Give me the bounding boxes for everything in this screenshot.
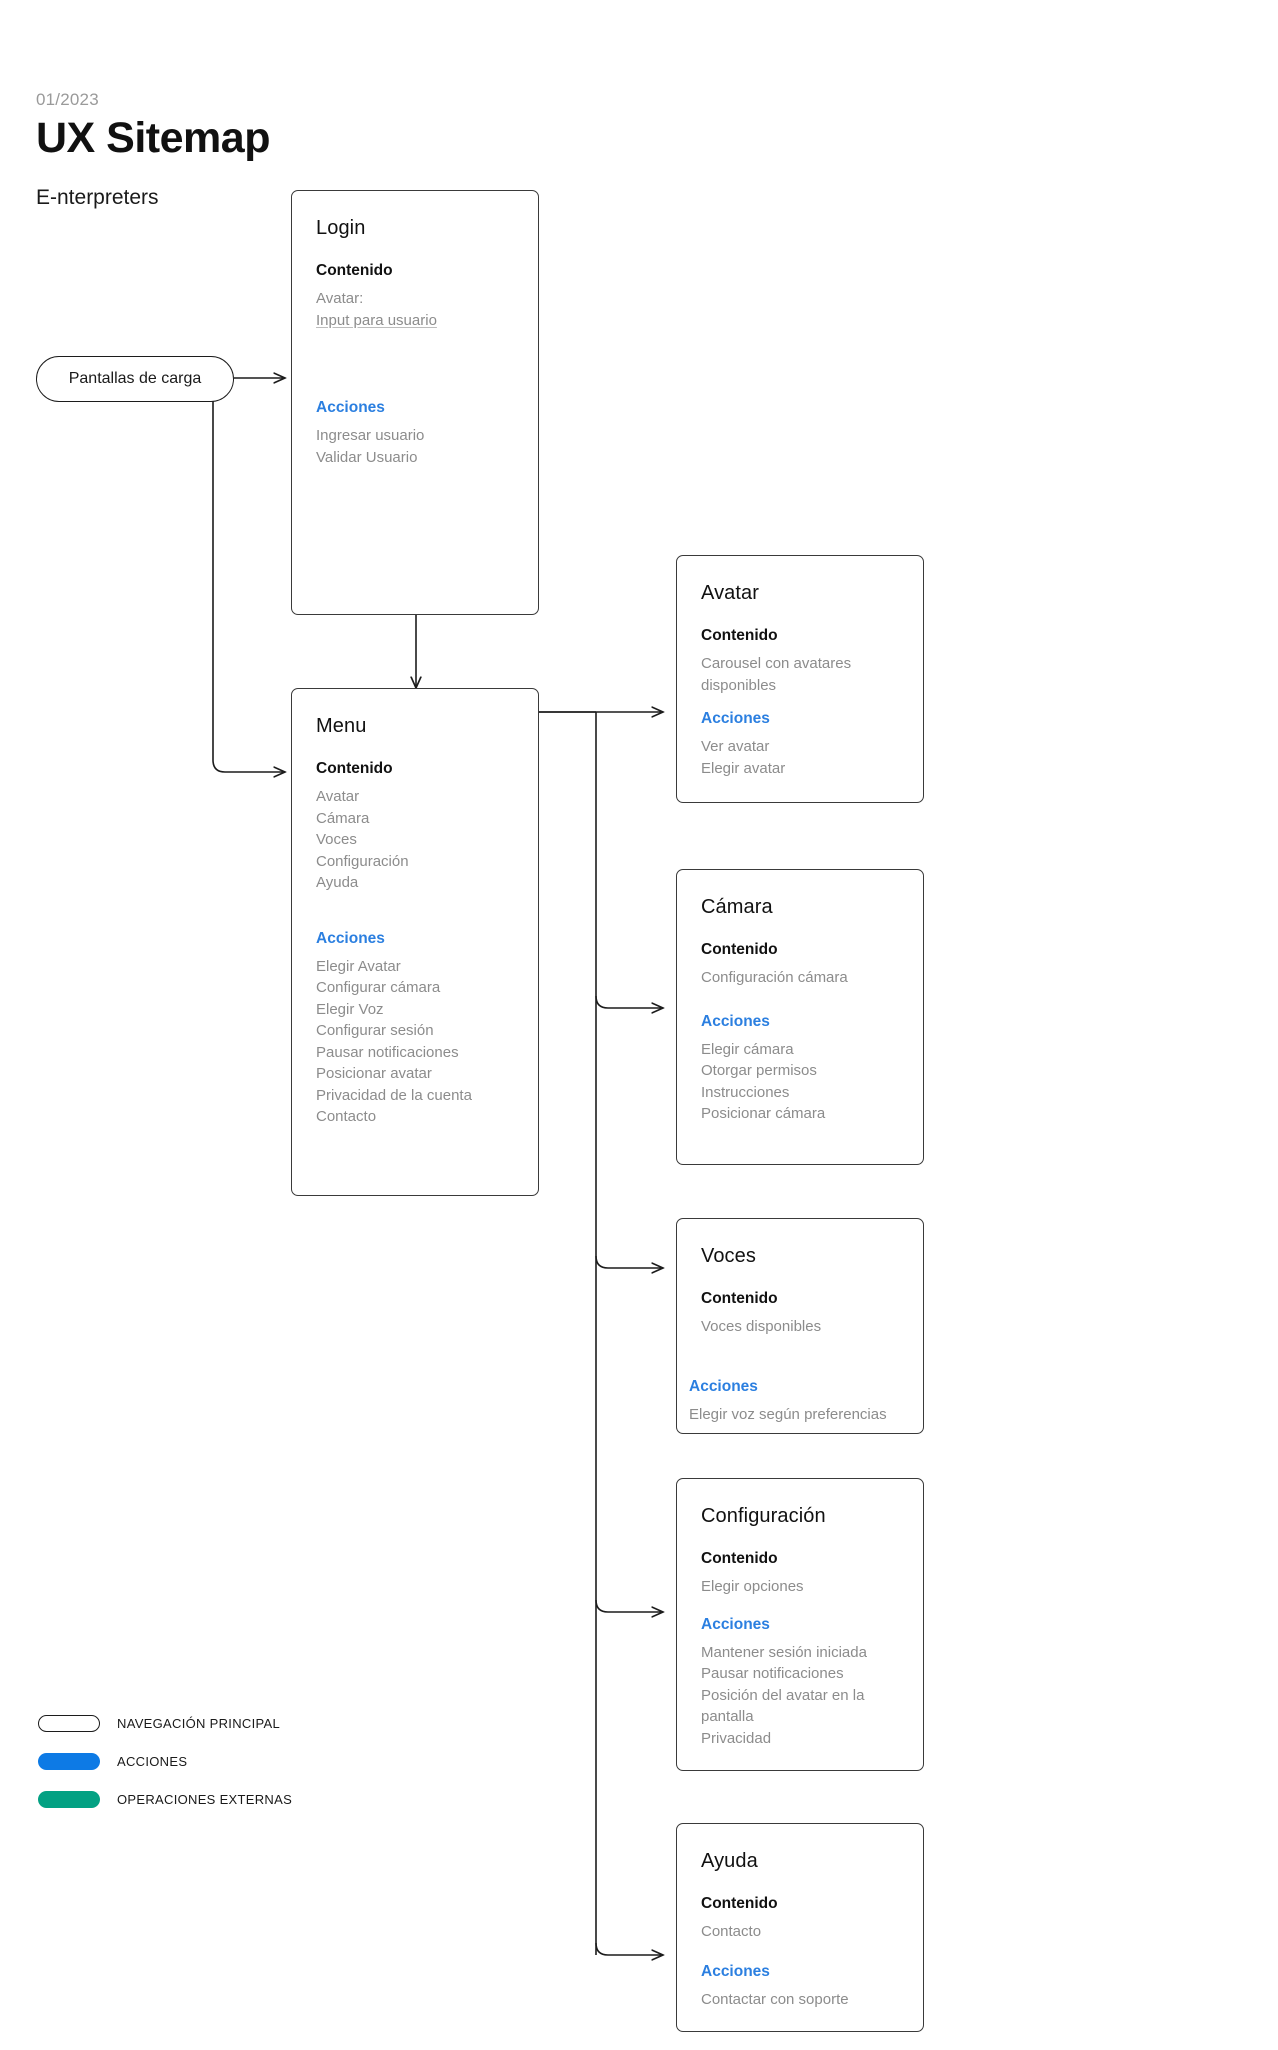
card-voces-acciones-heading: Acciones bbox=[689, 1377, 758, 1395]
legend-label: NAVEGACIÓN PRINCIPAL bbox=[117, 1715, 280, 1731]
list-item: Voces disponibles bbox=[701, 1318, 822, 1335]
list-item: Elegir voz según preferencias bbox=[689, 1405, 887, 1423]
legend-item-operaciones-externas: OPERACIONES EXTERNAS bbox=[38, 1780, 292, 1818]
spacer bbox=[701, 1598, 899, 1616]
legend-label: OPERACIONES EXTERNAS bbox=[117, 1791, 293, 1807]
legend-swatch-outline-icon bbox=[38, 1714, 100, 1732]
card-configuracion-contenido-list: Elegir opciones bbox=[701, 1576, 899, 1598]
list-item: Pausar notificaciones bbox=[701, 1665, 844, 1682]
card-login-contenido-heading: Contenido bbox=[316, 262, 393, 279]
list-item: Configuración cámara bbox=[701, 969, 848, 986]
list-item: Cámara bbox=[316, 809, 370, 827]
card-camara-acciones-list: Elegir cámara Otorgar permisos Instrucci… bbox=[701, 1039, 899, 1125]
card-menu-acciones-list: Elegir Avatar Configurar cámara Elegir V… bbox=[316, 956, 514, 1128]
legend-label: ACCIONES bbox=[117, 1753, 188, 1769]
card-configuracion-title: Configuración bbox=[701, 1505, 826, 1527]
card-ayuda-contenido-list: Contacto bbox=[701, 1921, 899, 1943]
list-item: Avatar bbox=[316, 788, 360, 805]
card-login-title: Login bbox=[316, 217, 366, 239]
list-item: Carousel con avatares disponibles bbox=[701, 655, 852, 694]
card-configuracion-acciones-list: Mantener sesión iniciada Pausar notifica… bbox=[701, 1642, 899, 1750]
list-item: Mantener sesión iniciada bbox=[701, 1643, 867, 1661]
project-subtitle: E-nterpreters bbox=[36, 186, 159, 209]
card-ayuda-contenido-heading: Contenido bbox=[701, 1895, 778, 1912]
list-item: Contactar con soporte bbox=[701, 1990, 849, 2008]
card-voces-title: Voces bbox=[701, 1245, 756, 1267]
node-pantallas-de-carga-label: Pantallas de carga bbox=[68, 370, 202, 387]
spacer bbox=[701, 696, 899, 710]
list-item: Elegir Avatar bbox=[316, 957, 401, 975]
card-avatar[interactable]: Avatar Contenido Carousel con avatares d… bbox=[676, 555, 924, 803]
legend-item-navegacion-principal: NAVEGACIÓN PRINCIPAL bbox=[38, 1704, 292, 1742]
card-ayuda[interactable]: Ayuda Contenido Contacto Acciones Contac… bbox=[676, 1823, 924, 2032]
card-login[interactable]: Login Contenido Avatar: Input para usuar… bbox=[291, 190, 539, 615]
list-item: Avatar: bbox=[316, 290, 364, 307]
card-camara-title: Cámara bbox=[701, 896, 773, 918]
card-configuracion[interactable]: Configuración Contenido Elegir opciones … bbox=[676, 1478, 924, 1771]
list-item: Pausar notificaciones bbox=[316, 1043, 459, 1061]
legend-item-acciones: ACCIONES bbox=[38, 1742, 292, 1780]
card-menu-contenido-heading: Contenido bbox=[316, 760, 393, 777]
spacer bbox=[316, 331, 514, 399]
card-login-acciones-heading: Acciones bbox=[316, 399, 385, 416]
node-pantallas-de-carga[interactable]: Pantallas de carga bbox=[36, 356, 234, 402]
list-item: Elegir opciones bbox=[701, 1578, 804, 1595]
spacer bbox=[701, 1943, 899, 1963]
card-menu-contenido-list: Avatar Cámara Voces Configuración Ayuda bbox=[316, 786, 514, 894]
list-item: Posición del avatar en la pantalla bbox=[701, 1686, 865, 1726]
card-avatar-title: Avatar bbox=[701, 582, 760, 604]
list-item: Input para usuario bbox=[316, 311, 437, 329]
list-item: Elegir cámara bbox=[701, 1040, 794, 1058]
card-menu[interactable]: Menu Contenido Avatar Cámara Voces Confi… bbox=[291, 688, 539, 1196]
list-item: Privacidad bbox=[701, 1729, 772, 1747]
card-configuracion-contenido-heading: Contenido bbox=[701, 1550, 778, 1567]
list-item: Voces bbox=[316, 831, 357, 848]
card-ayuda-acciones-list: Contactar con soporte bbox=[701, 1989, 899, 2011]
card-camara-contenido-list: Configuración cámara bbox=[701, 967, 899, 989]
card-voces[interactable]: Voces Contenido Voces disponibles Accion… bbox=[676, 1218, 924, 1434]
card-voces-acciones-list: Elegir voz según preferencias bbox=[689, 1404, 899, 1426]
list-item: Instrucciones bbox=[701, 1083, 790, 1101]
card-avatar-acciones-list: Ver avatar Elegir avatar bbox=[701, 736, 899, 779]
card-avatar-acciones-heading: Acciones bbox=[701, 710, 770, 727]
legend-swatch-blue-icon bbox=[38, 1752, 100, 1770]
card-ayuda-acciones-heading: Acciones bbox=[701, 1962, 770, 1980]
list-item: Contacto bbox=[316, 1108, 377, 1125]
card-configuracion-acciones-heading: Acciones bbox=[701, 1615, 770, 1633]
list-item: Elegir avatar bbox=[701, 759, 786, 777]
list-item: Elegir Voz bbox=[316, 1000, 384, 1018]
list-item: Configurar sesión bbox=[316, 1022, 434, 1039]
card-voces-contenido-heading: Contenido bbox=[701, 1290, 778, 1307]
card-avatar-contenido-list: Carousel con avatares disponibles bbox=[701, 653, 899, 696]
card-camara-acciones-heading: Acciones bbox=[701, 1012, 770, 1030]
page-title: UX Sitemap bbox=[36, 114, 270, 162]
card-camara[interactable]: Cámara Contenido Configuración cámara Ac… bbox=[676, 869, 924, 1165]
spacer bbox=[701, 989, 899, 1013]
list-item: Privacidad de la cuenta bbox=[316, 1086, 472, 1104]
card-voces-contenido-list: Voces disponibles bbox=[701, 1316, 899, 1338]
card-login-contenido-list: Avatar: Input para usuario bbox=[316, 288, 514, 331]
card-avatar-contenido-heading: Contenido bbox=[701, 627, 778, 644]
list-item: Configurar cámara bbox=[316, 979, 441, 996]
list-item: Ingresar usuario bbox=[316, 427, 425, 444]
list-item: Ayuda bbox=[316, 874, 359, 891]
card-camara-contenido-heading: Contenido bbox=[701, 941, 778, 958]
list-item: Contacto bbox=[701, 1923, 762, 1940]
list-item: Posicionar avatar bbox=[316, 1065, 432, 1082]
list-item: Ver avatar bbox=[701, 738, 770, 755]
list-item: Validar Usuario bbox=[316, 448, 418, 466]
legend-swatch-green-icon bbox=[38, 1790, 100, 1808]
list-item: Posicionar cámara bbox=[701, 1105, 826, 1122]
card-ayuda-title: Ayuda bbox=[701, 1850, 758, 1872]
card-menu-title: Menu bbox=[316, 715, 367, 737]
card-login-acciones-list: Ingresar usuario Validar Usuario bbox=[316, 425, 514, 468]
date-label: 01/2023 bbox=[36, 90, 99, 109]
spacer bbox=[316, 894, 514, 930]
list-item: Otorgar permisos bbox=[701, 1062, 817, 1079]
legend: NAVEGACIÓN PRINCIPAL ACCIONES OPERACIONE… bbox=[38, 1704, 292, 1818]
card-menu-acciones-heading: Acciones bbox=[316, 929, 385, 947]
spacer bbox=[701, 1338, 899, 1378]
list-item: Configuración bbox=[316, 852, 409, 870]
